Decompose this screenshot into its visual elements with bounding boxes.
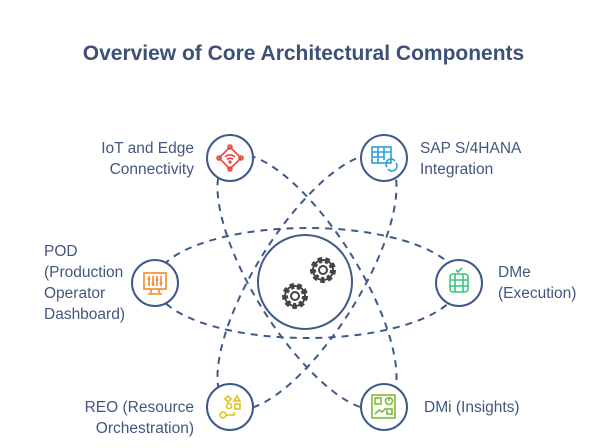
label-pod: POD (Production Operator Dashboard) <box>44 241 125 325</box>
dashboard-chart-icon <box>371 394 396 419</box>
label-sap: SAP S/4HANA Integration <box>420 138 521 180</box>
label-iot: IoT and Edge Connectivity <box>101 138 194 180</box>
label-dmi: DMi (Insights) <box>424 397 520 418</box>
label-reo-line: REO (Resource <box>84 399 194 416</box>
label-reo: REO (Resource Orchestration) <box>85 397 194 439</box>
node-pod[interactable] <box>131 259 179 307</box>
label-pod-line: Dashboard) <box>44 306 125 323</box>
node-dmi[interactable] <box>360 383 408 431</box>
label-iot-line: IoT and Edge <box>101 140 194 157</box>
label-reo-line: Orchestration) <box>95 420 194 437</box>
label-sap-line: Integration <box>420 161 494 178</box>
label-iot-line: Connectivity <box>109 161 194 178</box>
table-sync-icon <box>371 146 398 172</box>
label-pod-line: POD <box>44 243 78 260</box>
diagram-title: Overview of Core Architectural Component… <box>82 42 525 65</box>
label-pod-line: Operator <box>44 285 106 302</box>
gears-icon <box>282 257 336 309</box>
label-pod-line: (Production <box>44 264 124 281</box>
node-dme[interactable] <box>435 259 483 307</box>
shapes-key-icon <box>219 394 242 419</box>
iot-wifi-hub-icon <box>216 144 244 172</box>
server-check-icon <box>449 267 469 293</box>
label-dme-line: (Execution) <box>498 285 577 302</box>
label-sap-line: SAP S/4HANA <box>420 140 522 157</box>
label-dme: DMe (Execution) <box>498 262 576 304</box>
monitor-sliders-icon <box>143 272 167 295</box>
label-dmi-line: DMi (Insights) <box>424 399 520 416</box>
node-reo[interactable] <box>206 383 254 431</box>
label-dme-line: DMe <box>498 264 531 281</box>
center-node <box>257 234 353 330</box>
